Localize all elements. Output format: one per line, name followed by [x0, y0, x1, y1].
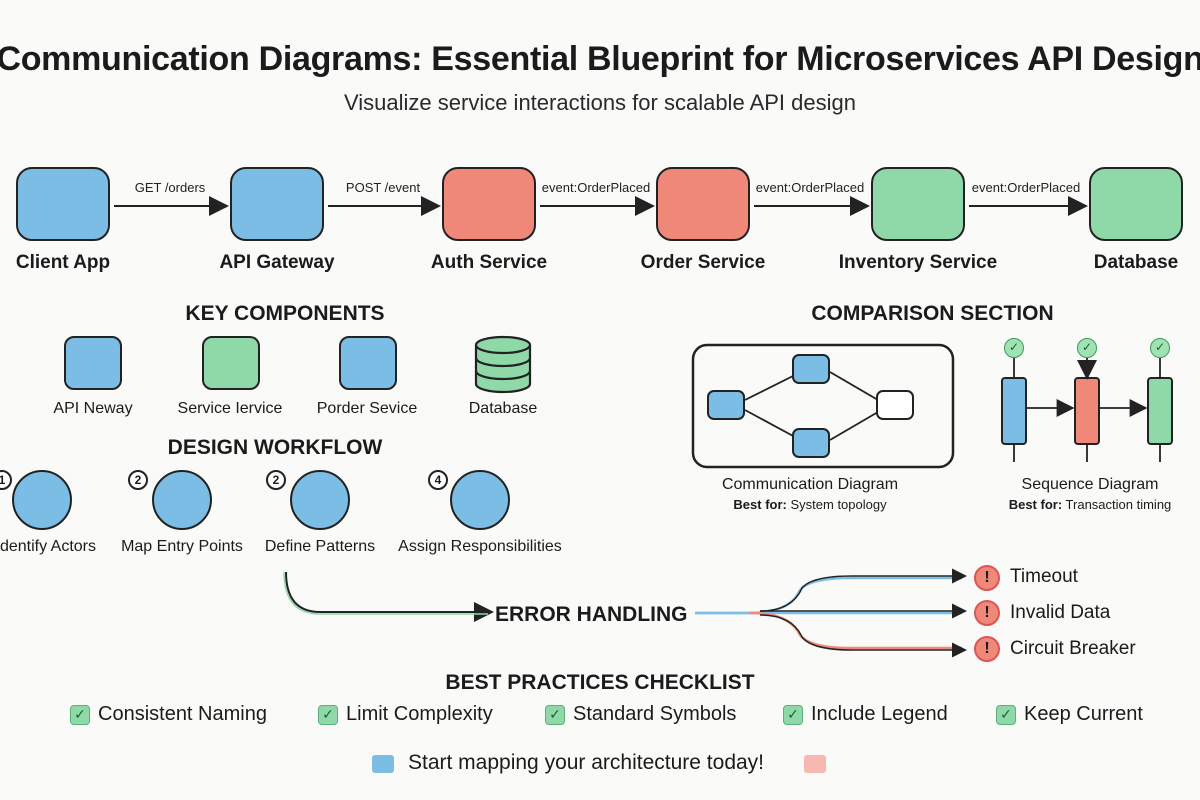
seq-activation-2: [1074, 377, 1100, 445]
flow-node-label: Order Service: [640, 252, 766, 273]
checkbox-checked-icon: ✓: [545, 704, 565, 725]
checklist-item: ✓Consistent Naming: [70, 703, 267, 726]
error-arrow-circuit: [759, 614, 967, 658]
flow-node-client-app: [16, 167, 110, 241]
comm-edge-1: [744, 374, 796, 401]
error-alert-icon: !: [974, 565, 1000, 591]
workflow-step-label: Identify Actors: [0, 538, 96, 555]
comm-edge-3: [829, 371, 879, 401]
check-icon: ✓: [1004, 338, 1024, 358]
sequence-best-for: Best for: Transaction timing: [1008, 497, 1172, 512]
key-components-title: KEY COMPONENTS: [185, 302, 385, 325]
workflow-step-label: Assign Responsibilities: [398, 538, 562, 555]
flow-edge-label: POST /event: [345, 180, 421, 195]
component-label: API Neway: [53, 400, 133, 417]
flow-node-inventory-service: [871, 167, 965, 241]
comm-node-left: [707, 390, 745, 420]
flow-edge-label: GET /orders: [134, 180, 206, 195]
workflow-to-error-connector: [285, 571, 494, 622]
blue-box-icon: [64, 336, 122, 390]
workflow-step-label: Map Entry Points: [121, 538, 243, 555]
seq-activation-3: [1147, 377, 1173, 445]
footer-red-swatch-icon: [804, 755, 826, 773]
flow-node-auth-service: [442, 167, 536, 241]
page-subtitle: Visualize service interactions for scala…: [344, 90, 856, 115]
green-box-icon: [202, 336, 260, 390]
error-handling-title: ERROR HANDLING: [495, 603, 688, 626]
communication-diagram-caption: Communication Diagram: [721, 476, 899, 493]
footer-cta: Start mapping your architecture today!: [408, 751, 765, 774]
database-icon: [474, 335, 532, 394]
sequence-diagram-caption: Sequence Diagram: [1021, 476, 1159, 493]
seq-activation-1: [1001, 377, 1027, 445]
flow-edge-label: event:OrderPlaced: [971, 180, 1081, 195]
checkbox-checked-icon: ✓: [996, 704, 1016, 725]
checkbox-checked-icon: ✓: [70, 704, 90, 725]
workflow-to-error-connector-accent: [283, 571, 488, 615]
workflow-step-number: 1: [0, 470, 12, 490]
communication-diagram-frame: [691, 343, 955, 469]
error-branch-timeout: [695, 576, 962, 615]
comm-edge-4: [829, 411, 879, 441]
error-arrow-timeout: [759, 568, 967, 612]
footer-blue-swatch-icon: [372, 755, 394, 773]
checklist-item: ✓Limit Complexity: [318, 703, 493, 726]
error-item-label: Circuit Breaker: [1010, 638, 1136, 659]
checklist-item: ✓Include Legend: [783, 703, 948, 726]
flow-edge-label: event:OrderPlaced: [541, 180, 651, 195]
component-label: Service Iervice: [177, 400, 283, 417]
comm-node-bottom: [792, 428, 830, 458]
comm-node-right: [876, 390, 914, 420]
flow-node-database: [1089, 167, 1183, 241]
page-title: Communication Diagrams: Essential Bluepr…: [0, 40, 1200, 78]
flow-node-label: Inventory Service: [838, 252, 998, 273]
flow-node-api-gateway: [230, 167, 324, 241]
checkbox-checked-icon: ✓: [318, 704, 338, 725]
check-icon: ✓: [1150, 338, 1170, 358]
error-item-label: Timeout: [1010, 566, 1078, 587]
component-label: Porder Sevice: [316, 400, 418, 417]
comm-edge-2: [744, 409, 796, 438]
error-alert-icon: !: [974, 600, 1000, 626]
comm-node-top: [792, 354, 830, 384]
workflow-step-circle: [12, 470, 72, 530]
flow-edge-label: event:OrderPlaced: [755, 180, 865, 195]
swap-arrows-icon-box: [339, 336, 397, 390]
checklist-item: ✓Standard Symbols: [545, 703, 736, 726]
check-icon: ✓: [1077, 338, 1097, 358]
comparison-title: COMPARISON SECTION: [811, 302, 1054, 325]
flow-node-label: API Gateway: [219, 252, 335, 273]
communication-best-for: Best for: System topology: [733, 497, 887, 512]
workflow-step-number: 2: [266, 470, 286, 490]
design-workflow-title: DESIGN WORKFLOW: [167, 436, 383, 459]
checklist-title: BEST PRACTICES CHECKLIST: [445, 671, 755, 694]
component-label: Database: [468, 400, 538, 417]
workflow-step-circle: [290, 470, 350, 530]
flow-node-label: Auth Service: [430, 252, 548, 273]
error-item-label: Invalid Data: [1010, 602, 1111, 623]
flow-node-order-service: [656, 167, 750, 241]
workflow-step-circle: [152, 470, 212, 530]
flow-node-label: Client App: [15, 252, 111, 273]
checkbox-checked-icon: ✓: [783, 704, 803, 725]
checklist-item: ✓Keep Current: [996, 703, 1143, 726]
workflow-step-number: 2: [128, 470, 148, 490]
workflow-step-label: Define Patterns: [264, 538, 376, 555]
workflow-step-number: 4: [428, 470, 448, 490]
workflow-step-circle: [450, 470, 510, 530]
flow-node-label: Database: [1093, 252, 1179, 273]
error-alert-icon: !: [974, 636, 1000, 662]
